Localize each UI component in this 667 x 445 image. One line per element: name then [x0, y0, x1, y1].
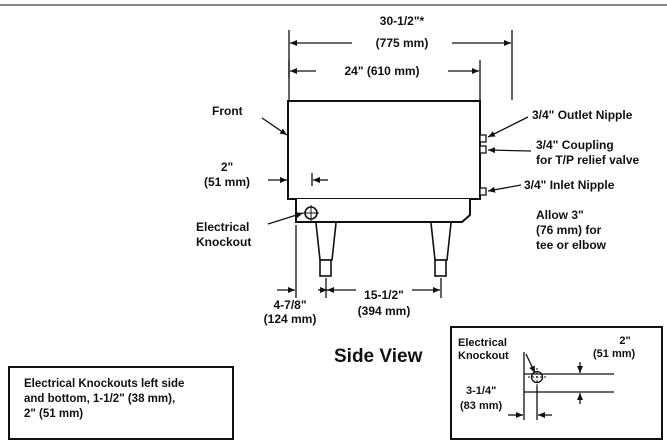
- coupling-leader: [487, 147, 532, 154]
- overall-width-label: 30-1/2"*: [379, 14, 425, 28]
- front-leader: [261, 117, 288, 136]
- inset-detail-drawing: [508, 352, 614, 420]
- outlet-nipple-label: 3/4" Outlet Nipple: [532, 108, 633, 122]
- knockout-leader: [267, 212, 304, 225]
- leg-spacing-label: 15-1/2": [364, 288, 404, 302]
- leg-spacing-mm-label: (394 mm): [357, 304, 411, 318]
- coupling-label-line2: for T/P relief valve: [536, 153, 640, 167]
- left-leg: [315, 222, 337, 277]
- note-line3: 2" (51 mm): [24, 408, 84, 420]
- allow-label-line2: (76 mm) for: [536, 223, 602, 237]
- electrical-knockout-label-line1: Electrical: [196, 220, 250, 234]
- inset-314-label: 3-1/4": [466, 385, 497, 397]
- heater-body: [287, 100, 481, 200]
- knockout-note-box: [8, 366, 234, 440]
- allow-label-line1: Allow 3": [536, 208, 584, 222]
- base-electrical-knockout: [303, 205, 319, 221]
- body-width-dimension: [288, 60, 481, 100]
- inset-2in-mm-label: (51 mm): [593, 348, 636, 360]
- front-inset-mm-label: (51 mm): [203, 175, 250, 189]
- inlet-nipple-label: 3/4" Inlet Nipple: [524, 178, 615, 192]
- right-leg: [430, 222, 452, 277]
- leg-offset-label: 4-7/8": [273, 298, 307, 312]
- note-line2: and bottom, 1-1/2" (38 mm),: [24, 393, 176, 405]
- front-inset-label: 2": [220, 160, 234, 174]
- body-width-label: 24" (610 mm): [344, 64, 420, 78]
- tp-coupling: [479, 145, 487, 154]
- inset-electrical-line1: Electrical: [458, 337, 507, 349]
- outlet-leader: [487, 116, 529, 138]
- inset-2in-label: 2": [619, 335, 631, 347]
- outlet-nipple: [479, 134, 487, 143]
- note-line1: Electrical Knockouts left side: [24, 378, 185, 390]
- coupling-label-line1: 3/4" Coupling: [536, 138, 614, 152]
- view-title: Side View: [334, 346, 423, 367]
- front-inset-dimension: [268, 173, 328, 186]
- inlet-nipple: [479, 187, 487, 196]
- leg-dimensions: [277, 225, 442, 298]
- inset-electrical-line2: Knockout: [458, 350, 509, 362]
- electrical-knockout-label-line2: Knockout: [196, 235, 252, 249]
- inset-detail-box: [450, 326, 663, 440]
- allow-label-line3: tee or elbow: [536, 238, 607, 252]
- inlet-leader: [487, 184, 522, 193]
- overall-width-mm-label: (775 mm): [375, 36, 429, 50]
- inset-314-mm-label: (83 mm): [460, 400, 503, 412]
- front-label: Front: [212, 104, 243, 118]
- base-frame: [295, 199, 471, 223]
- leg-offset-mm-label: (124 mm): [263, 312, 317, 326]
